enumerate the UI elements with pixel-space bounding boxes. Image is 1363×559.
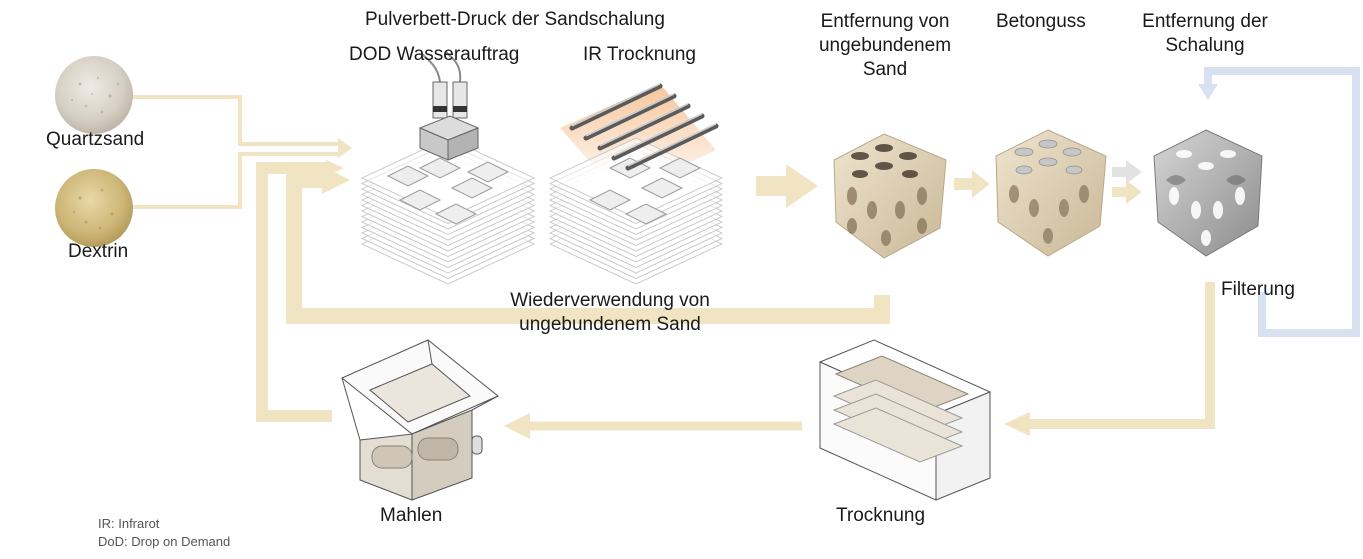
- dod-printhead: [418, 51, 480, 161]
- drying-oven: [818, 339, 992, 501]
- formwork-removal-label: Entfernung der Schalung: [1130, 10, 1280, 58]
- reuse-loop-line: [286, 172, 890, 324]
- grinding-label: Mahlen: [380, 505, 443, 526]
- material-feed-lines: [132, 95, 340, 209]
- filter-to-drying-arrowhead: [1004, 412, 1030, 436]
- quartz-sand-sample: [55, 56, 133, 134]
- dod-label: DOD Wasserauftrag: [349, 44, 520, 65]
- quartz-label: Quartzsand: [46, 129, 145, 150]
- print-process-title: Pulverbett-Druck der Sandschalung: [365, 9, 665, 30]
- ir-lamp-highlights: [571, 83, 717, 167]
- process-arrow-2: [954, 170, 990, 198]
- reuse-line-2: ungebundenem Sand: [519, 314, 701, 335]
- sand-removal-line-2: ungebundenem: [818, 35, 952, 56]
- legend-ir: IR: Infrarot: [98, 516, 160, 531]
- grinder-machine: [341, 339, 499, 501]
- sand-removal-line-3: Sand: [862, 59, 908, 80]
- dextrin-label: Dextrin: [68, 241, 129, 262]
- casting-label: Betonguss: [996, 11, 1086, 32]
- filter-loop-line: [1204, 67, 1360, 337]
- grinding-return-line: [256, 162, 332, 422]
- sand-formwork-cube: [833, 133, 947, 259]
- powder-bed-ir: [548, 84, 724, 285]
- formwork-removal-line-1: Entfernung der: [1142, 11, 1268, 32]
- ir-label: IR Trocknung: [583, 44, 696, 65]
- filter-to-drying-line: [1024, 282, 1215, 429]
- sand-removal-line-1: Entfernung von: [820, 11, 950, 32]
- filter-loop-arrowhead: [1198, 84, 1218, 100]
- process-arrow-1: [756, 164, 818, 208]
- feed-arrowhead: [338, 138, 352, 158]
- drying-label: Trocknung: [836, 505, 926, 526]
- process-arrow-3a: [1112, 160, 1142, 184]
- drying-to-grinding-arrowhead: [504, 413, 530, 439]
- concrete-lattice-cube: [1153, 129, 1263, 257]
- sand-removal-label: Entfernung von ungebundenem Sand: [800, 10, 970, 82]
- formwork-removal-line-2: Schalung: [1165, 35, 1245, 56]
- reuse-line-1: Wiederverwendung von: [510, 290, 710, 311]
- filtering-label: Filterung: [1221, 279, 1295, 300]
- powder-bed-dod: [360, 137, 536, 285]
- legend-dod: DoD: Drop on Demand: [98, 534, 231, 549]
- process-arrow-3b: [1112, 180, 1142, 204]
- reuse-label: Wiederverwendung von ungebundenem Sand: [490, 289, 730, 337]
- dextrin-sample: [55, 169, 133, 247]
- filled-formwork-cube: [995, 129, 1107, 257]
- ir-lamp-rack: [569, 83, 719, 171]
- grinding-return-arrowhead: [326, 160, 344, 176]
